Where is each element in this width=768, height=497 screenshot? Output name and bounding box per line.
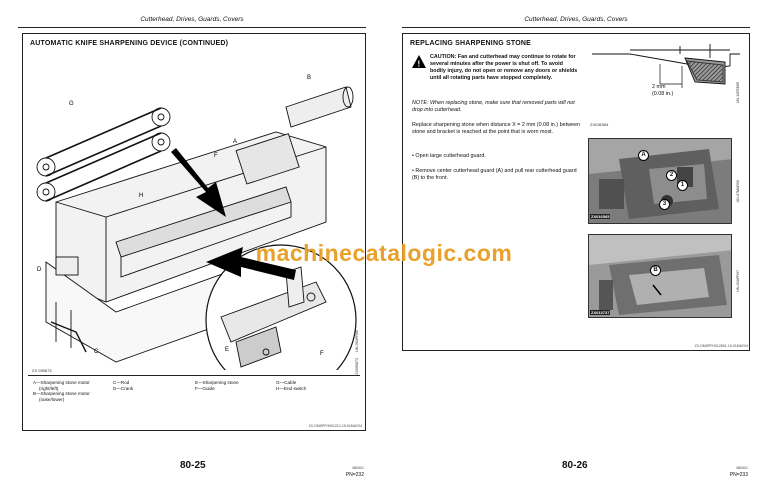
paragraph-replace: Replace sharpening stone when distance X… [412,122,580,135]
photo-rear-guard [588,234,732,318]
fig2-id: ZX016565 [590,214,611,219]
pn-label: PN=232 [345,472,364,478]
header-rule [18,27,366,28]
page-number: 80-26 [562,460,588,471]
label-f2: F [320,351,324,357]
dimension-label: 2 mm (0.08 in.) [652,84,673,98]
bullet-open-guard: • Open large cutterhead guard. [412,153,486,159]
legend-col-1: A—Sharpening stone motor (right/left) B—… [33,380,90,402]
legend-rule [28,375,360,376]
legend-b: B—Sharpening stone motor [33,391,90,397]
fig2-vertical-id: UN-07MAR00 [736,180,740,203]
dimension-mm: 2 mm [652,84,666,90]
legend-col-4: G—Cable H—End switch [276,380,306,391]
callout-b: B [650,265,661,276]
content-box [402,33,750,351]
pn-label: PN=233 [729,472,748,478]
small-code: 080401 [352,466,364,470]
caution-text: CAUTION: Fan and cutterhead may continue… [430,54,578,81]
photo-center-guard [588,138,732,224]
callout-3: 3 [659,199,670,210]
note-text: NOTE: When replacing stone, make sure th… [412,100,575,113]
warning-icon: ! [412,55,426,68]
small-code: 080401 [736,466,748,470]
footer-code: ZX,OMSPFH001212-19-01MAY04 [308,424,362,428]
callout-a: A [638,150,649,161]
svg-text:!: ! [418,60,421,69]
fig1-id: ZX036364 [590,122,609,127]
content-box [22,33,366,431]
legend-col-3: E—Sharpening stone F—Guide [195,380,239,391]
legend-g: G—Cable [276,380,297,385]
stone-dimension-drawing [592,44,740,88]
section-title: AUTOMATIC KNIFE SHARPENING DEVICE (CONTI… [30,40,229,47]
label-c: C [94,349,99,355]
legend-b-sub: (raise/lower) [39,396,65,402]
left-page: Cutterhead, Drives, Guards, Covers AUTOM… [18,16,366,478]
label-g: G [69,101,74,107]
page-header: Cutterhead, Drives, Guards, Covers [140,16,244,23]
page-header: Cutterhead, Drives, Guards, Covers [524,16,628,23]
bullet-remove-guard: • Remove center cutterhead guard (A) and… [412,168,577,181]
header-rule [402,27,750,28]
callout-2: 2 [666,170,677,181]
legend-c: C—Rod [113,380,130,385]
footer-code: ZX,OMSPFH012801-19-01MAY04 [694,344,748,348]
legend-a: A—Sharpening stone motor [33,380,90,385]
dimension-in: (0.08 in.) [652,91,674,97]
legend-e: E—Sharpening stone [195,380,239,385]
right-page: Cutterhead, Drives, Guards, Covers REPLA… [384,0,768,497]
knife-sharpener-drawing: B G A F H D C E F [36,75,357,370]
label-e: E [225,347,229,353]
legend-f: F—Guide [195,385,215,391]
fig1-vertical-id: UN-11FEB99 [736,82,740,104]
label-a: A [233,139,237,145]
label-d: D [37,267,42,273]
vertical-id-1: UN-05APR00 [355,330,359,352]
page-number: 80-25 [180,460,206,471]
legend-col-2: C—Rod D—Crank [113,380,133,391]
legend-h: H—End switch [276,385,307,391]
label-b: B [307,75,311,81]
watermark-text: machinecatalogic.com [255,240,513,266]
callout-1: 1 [677,180,688,191]
section-title: REPLACING SHARPENING STONE [410,40,531,47]
fig3-vertical-id: UN-03APR97 [736,270,740,292]
fig3-id: ZX013737 [590,310,611,315]
figure-id: ZX 095873 [32,368,52,373]
label-f1: F [214,153,218,159]
vertical-id-2: ZX095873 [355,358,359,375]
label-h: H [139,193,143,199]
legend-d: D—Crank [113,385,134,391]
legend-a-sub: (right/left) [39,385,59,391]
